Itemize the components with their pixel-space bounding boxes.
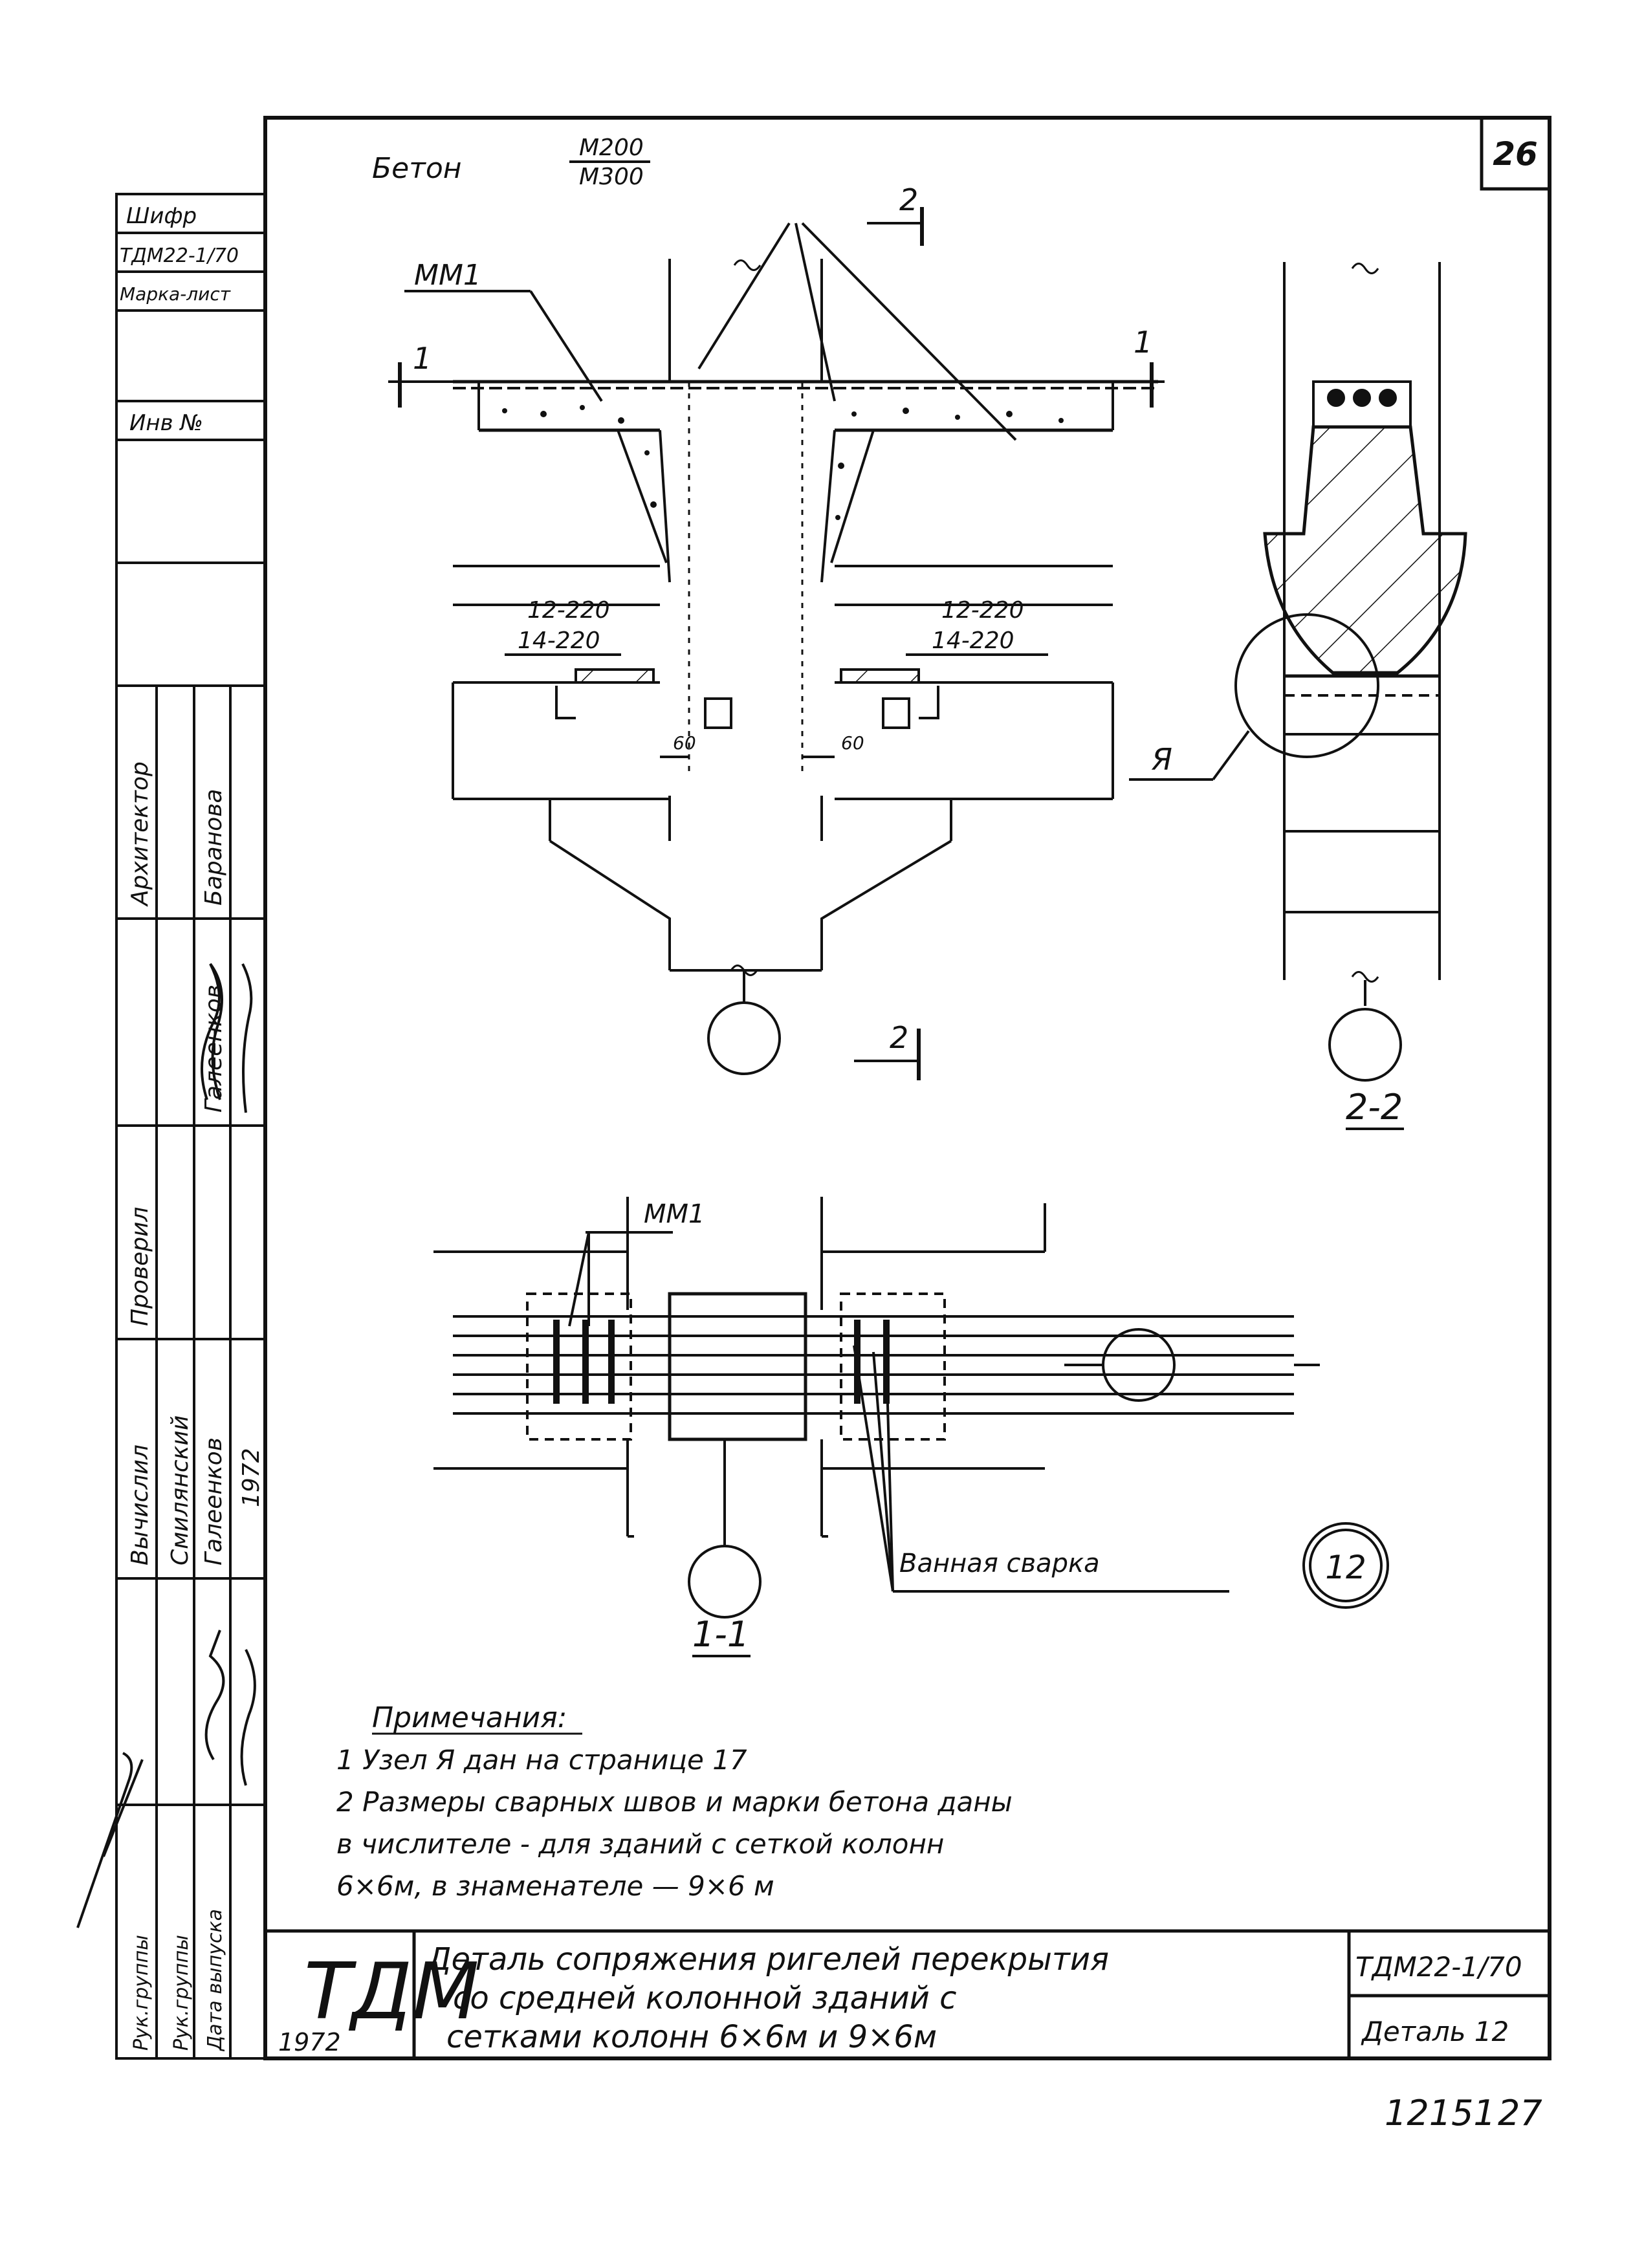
svg-text:Дата выпуска: Дата выпуска bbox=[204, 1909, 226, 2052]
signatures bbox=[76, 963, 256, 1928]
svg-text:Вычислил: Вычислил bbox=[127, 1445, 153, 1565]
concrete-fill-speckle bbox=[502, 405, 1064, 520]
page-number: 26 bbox=[1493, 135, 1538, 173]
note-1: 1 Узел Я дан на странице 17 bbox=[336, 1744, 747, 1776]
svg-text:Рук.группы: Рук.группы bbox=[130, 1935, 153, 2051]
section-1-1-label: 1-1 bbox=[692, 1614, 749, 1655]
bottom-number-1: 12151 bbox=[1385, 2093, 1496, 2133]
stamp-row-3: Вычислил Смилянский Галеенков 1972 bbox=[127, 1415, 265, 1565]
section-2-2 bbox=[1129, 262, 1467, 1130]
main-elevation bbox=[388, 207, 1165, 1080]
section-mark-2-top: 2 bbox=[899, 182, 918, 217]
svg-text:Архитектор: Архитектор bbox=[127, 761, 153, 907]
stamp-row-1: Архитектор Баранова bbox=[127, 761, 227, 907]
weld-left-den: 14-220 bbox=[518, 627, 600, 654]
notes-heading: Примечания: bbox=[372, 1701, 567, 1734]
shifr-value: ТДМ22-1/70 bbox=[120, 245, 239, 267]
detail-number-circle: 12 bbox=[1325, 1549, 1366, 1586]
stamp-row-2: Проверил Галеенков bbox=[127, 985, 227, 1326]
marka-list-label: Марка-лист bbox=[120, 283, 231, 305]
mm1-label-top: ММ1 bbox=[414, 259, 481, 292]
weld-right-num: 12-220 bbox=[941, 597, 1024, 624]
svg-text:Смилянский: Смилянский bbox=[167, 1415, 193, 1565]
concrete-denominator: М300 bbox=[579, 164, 644, 190]
section-2-2-label: 2-2 bbox=[1346, 1087, 1403, 1128]
title-code: ТДМ22-1/70 bbox=[1355, 1951, 1522, 1983]
note-2-cont-1: в числителе - для зданий с сеткой колонн bbox=[336, 1828, 944, 1860]
concrete-label: Бетон bbox=[372, 152, 462, 185]
concrete-numerator: М200 bbox=[579, 135, 644, 161]
title-line-3: сетками колонн 6×6м и 9×6м bbox=[446, 2019, 937, 2055]
svg-text:Баранова: Баранова bbox=[201, 789, 227, 906]
section-1-1-plan bbox=[433, 1197, 1389, 1657]
section-mark-1-left: 1 bbox=[413, 341, 432, 376]
inv-label: Инв № bbox=[129, 410, 203, 436]
dim-60-left: 60 bbox=[673, 732, 696, 754]
svg-text:Галеенков: Галеенков bbox=[201, 1437, 227, 1565]
title-year: 1972 bbox=[278, 2028, 341, 2056]
dim-60-right: 60 bbox=[841, 732, 864, 754]
shifr-label: Шифр bbox=[126, 203, 197, 229]
mm1-label-plan: ММ1 bbox=[644, 1199, 705, 1229]
svg-text:Проверил: Проверил bbox=[127, 1206, 153, 1326]
weld-right-den: 14-220 bbox=[932, 627, 1014, 654]
title-line-1: Деталь сопряжения ригелей перекрытия bbox=[426, 1941, 1109, 1978]
side-stamp bbox=[115, 193, 267, 2060]
bottom-number-2: 27 bbox=[1498, 2093, 1542, 2133]
weld-bath-label: Ванная сварка bbox=[899, 1549, 1100, 1578]
title-block bbox=[263, 1929, 1551, 2060]
section-mark-1-right: 1 bbox=[1134, 325, 1152, 360]
note-2-cont-2: 6×6м, в знаменателе — 9×6 м bbox=[336, 1870, 774, 1902]
note-2: 2 Размеры сварных швов и марки бетона да… bbox=[336, 1786, 1013, 1818]
section-mark-2-bottom: 2 bbox=[890, 1020, 908, 1055]
svg-text:1972: 1972 bbox=[238, 1448, 265, 1507]
stamp-row-4: Рук.группы Рук.группы Дата выпуска bbox=[130, 1909, 226, 2052]
svg-text:Рук.группы: Рук.группы bbox=[170, 1935, 193, 2051]
tdm-logo: ТДМ bbox=[304, 1947, 479, 2037]
weld-left-num: 12-220 bbox=[527, 597, 610, 624]
title-detail: Деталь 12 bbox=[1361, 2016, 1509, 2047]
title-line-2: со средней колонной зданий с bbox=[453, 1980, 957, 2016]
weld-bars bbox=[553, 1320, 890, 1404]
node-ya-label: Я bbox=[1151, 742, 1172, 777]
